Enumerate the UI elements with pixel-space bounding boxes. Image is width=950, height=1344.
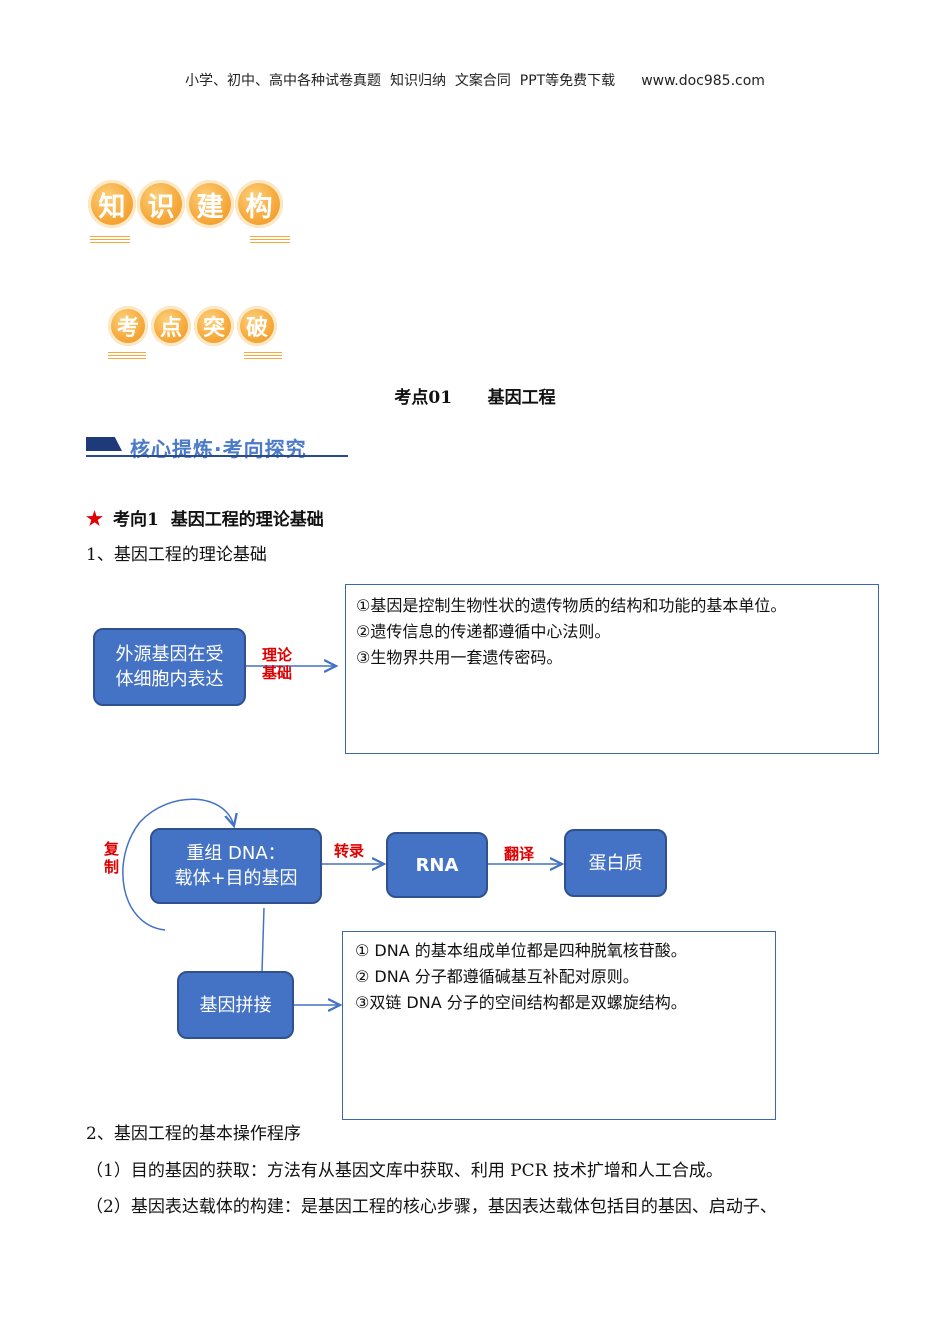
badge-char: 构 (235, 180, 283, 228)
node-gene-splicing: 基因拼接 (177, 971, 294, 1039)
page-header: 小学、初中、高中各种试卷真题 知识归纳 文案合同 PPT等免费下载 www.doc… (0, 70, 950, 90)
dna-line: ① DNA 的基本组成单位都是四种脱氧核苷酸。 (355, 941, 687, 960)
badge-char: 知 (88, 180, 136, 228)
exam-badge: 考 点 突 破 (108, 306, 280, 346)
badge-char: 破 (237, 306, 277, 346)
core-banner: 核心提炼·考向探究 (86, 433, 348, 461)
dna-line: ③双链 DNA 分子的空间结构都是双螺旋结构。 (355, 993, 687, 1012)
sub2-title: 2、基因工程的基本操作程序 (86, 1124, 301, 1144)
procedure-item: （2）基因表达载体的构建：是基因工程的核心步骤，基因表达载体包括目的基因、启动子… (86, 1197, 777, 1217)
dna-box: ① DNA 的基本组成单位都是四种脱氧核苷酸。 ② DNA 分子都遵循碱基互补配… (342, 931, 776, 1120)
label-replicate: 复 制 (104, 840, 120, 876)
badge-char: 考 (108, 306, 148, 346)
star-icon: ★ (86, 508, 104, 530)
badge-stripes-left (90, 236, 130, 244)
label-translate: 翻译 (504, 845, 535, 863)
knowledge-badge: 知 识 建 构 (88, 180, 284, 228)
procedure-item: （1）目的基因的获取：方法有从基因文库中获取、利用 PCR 技术扩增和人工合成。 (86, 1161, 723, 1181)
banner-underline (86, 455, 348, 457)
badge-char: 建 (186, 180, 234, 228)
header-site[interactable]: www.doc985.com (641, 73, 765, 89)
dna-line: ② DNA 分子都遵循碱基互补配对原则。 (355, 967, 639, 986)
theory-box: ①基因是控制生物性状的遗传物质的结构和功能的基本单位。 ②遗传信息的传递都遵循中… (345, 584, 879, 754)
node-recombinant-dna: 重组 DNA： 载体+目的基因 (150, 828, 322, 904)
node-protein: 蛋白质 (564, 829, 667, 897)
theory-line: ①基因是控制生物性状的遗传物质的结构和功能的基本单位。 (356, 596, 787, 615)
node-rna: RNA (386, 832, 488, 898)
connector-splice (261, 907, 265, 973)
label-theory: 理论 基础 (262, 646, 293, 682)
topic-heading: ★ 考向1 基因工程的理论基础 (86, 505, 324, 530)
node-foreign-gene: 外源基因在受 体细胞内表达 (93, 628, 246, 706)
header-text: 小学、初中、高中各种试卷真题 知识归纳 文案合同 PPT等免费下载 (185, 73, 616, 89)
sub1-title: 1、基因工程的理论基础 (86, 545, 267, 565)
banner-text: 核心提炼·考向探究 (130, 437, 307, 461)
badge-stripes-right (244, 352, 282, 360)
badge-char: 突 (194, 306, 234, 346)
badge-char: 识 (137, 180, 185, 228)
banner-marker (86, 437, 122, 451)
topic-title: 考向1 基因工程的理论基础 (113, 510, 324, 530)
badge-char: 点 (151, 306, 191, 346)
badge-stripes-left (108, 352, 146, 360)
badge-stripes-right (250, 236, 290, 244)
theory-line: ②遗传信息的传递都遵循中心法则。 (356, 622, 611, 641)
section-title: 考点01 基因工程 (394, 388, 556, 408)
arrow-replicate (122, 798, 234, 931)
theory-line: ③生物界共用一套遗传密码。 (356, 648, 563, 667)
label-transcribe: 转录 (334, 842, 365, 860)
